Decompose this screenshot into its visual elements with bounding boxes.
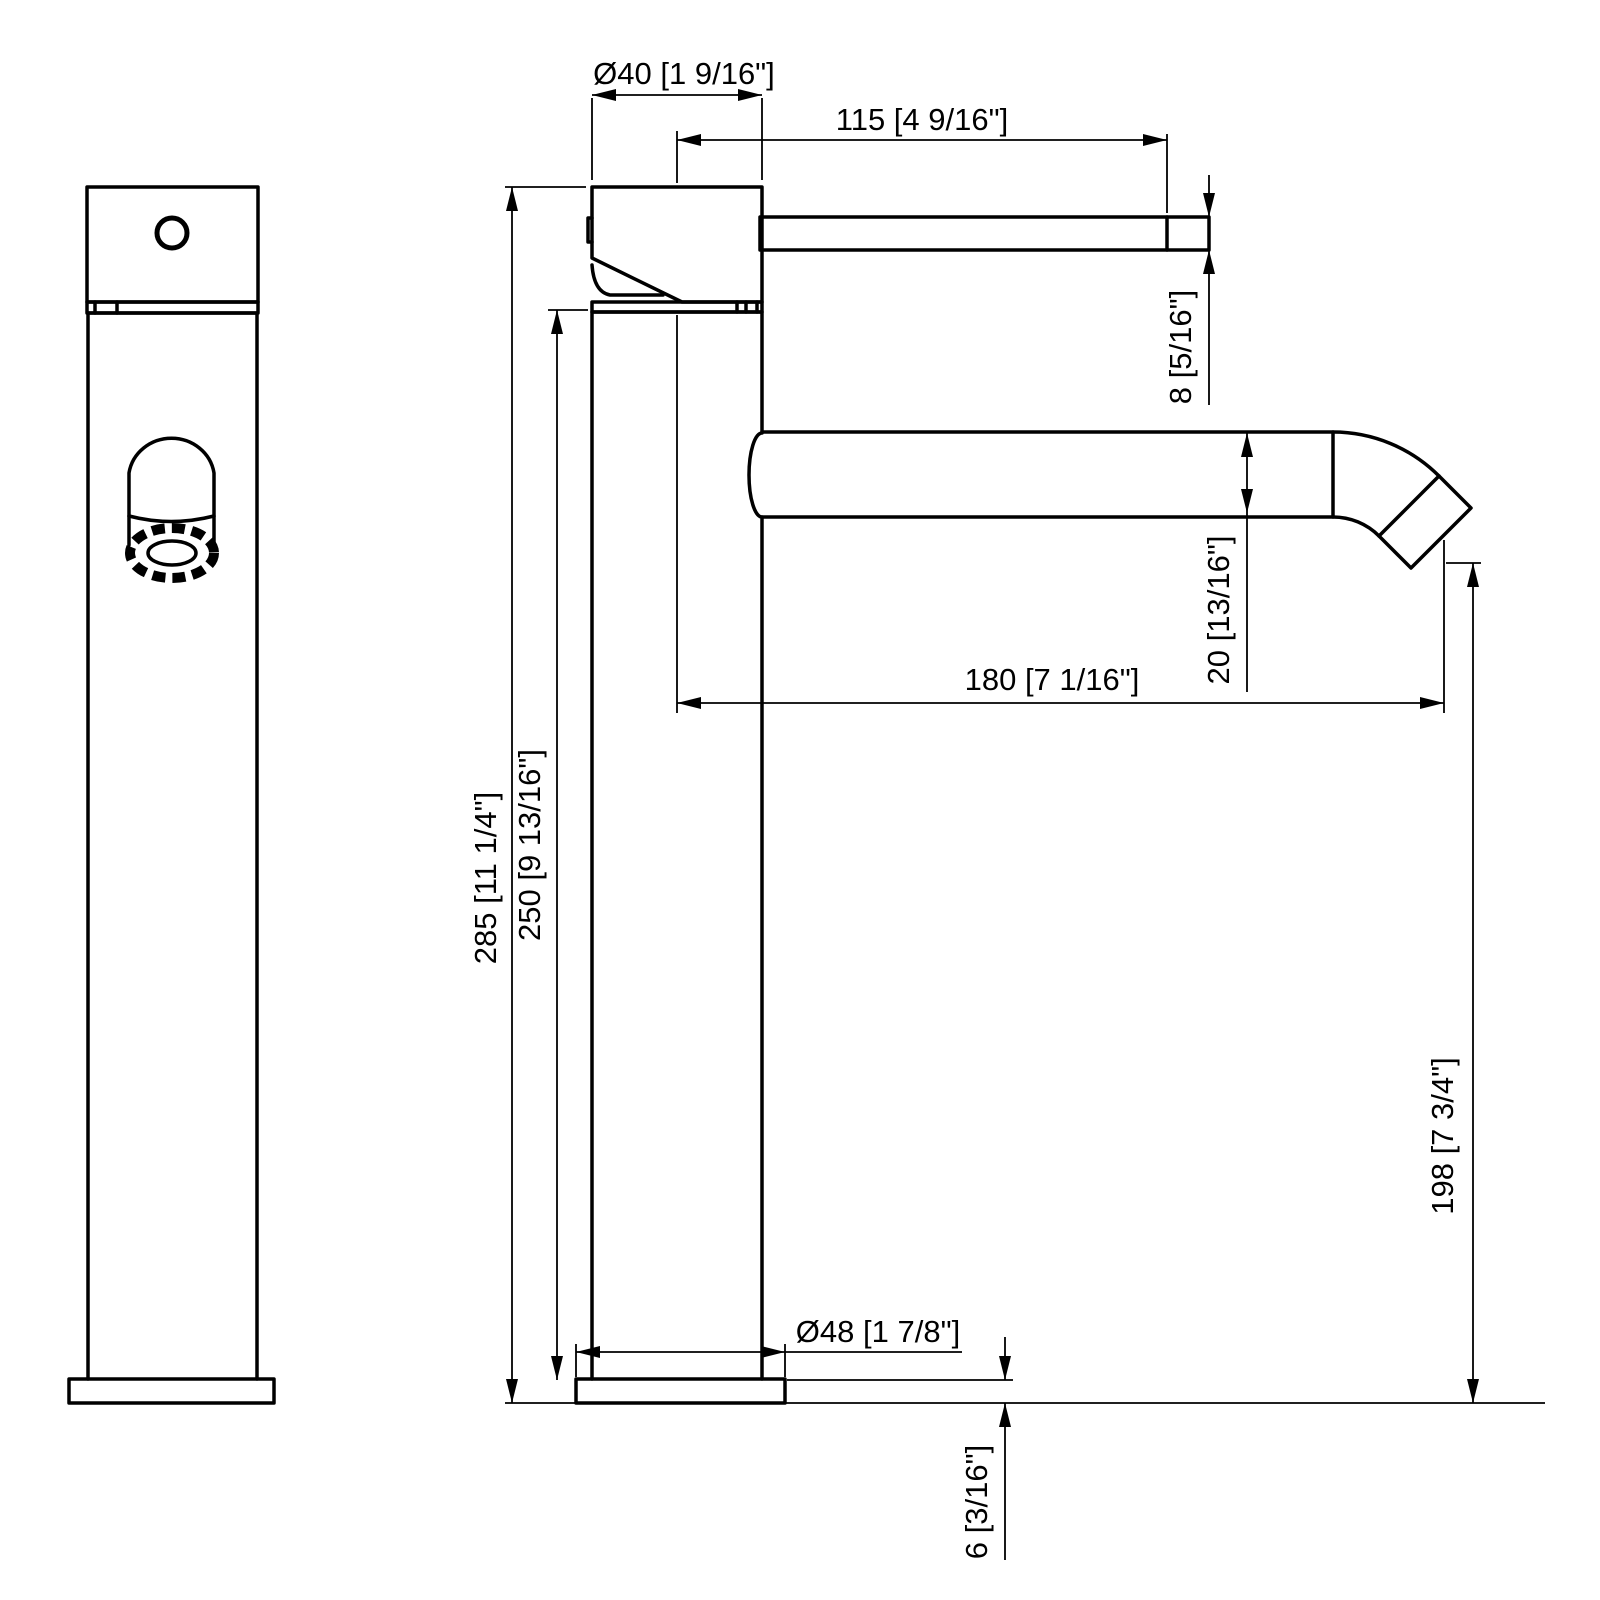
dim-spout-reach-label: 180 [7 1/16"] xyxy=(965,662,1140,697)
dim-outlet-height-label: 198 [7 3/4"] xyxy=(1425,1057,1460,1215)
dim-body-height-label: 250 [9 13/16"] xyxy=(512,749,547,941)
front-aerator-ring xyxy=(125,523,219,583)
side-lever-handle xyxy=(758,215,1211,252)
ext-top-diameter xyxy=(591,98,763,180)
front-spout-shoulder xyxy=(127,514,216,524)
front-aerator-hole xyxy=(146,539,198,567)
dim-handle-thickness-label: 8 [5/16"] xyxy=(1163,290,1198,404)
side-handle-notch xyxy=(586,216,594,244)
dim-base-diameter-label: Ø48 [1 7/8"] xyxy=(796,1314,960,1349)
ext-spout-reach xyxy=(676,315,1445,713)
side-view xyxy=(574,185,1473,1405)
side-handle-pivot xyxy=(590,263,665,297)
dim-spout-diameter-label: 20 [13/16"] xyxy=(1201,536,1236,685)
dim-top-diameter-label: Ø40 [1 9/16"] xyxy=(593,56,775,91)
front-view xyxy=(67,185,276,1405)
front-spout-dome xyxy=(127,436,216,547)
front-body xyxy=(86,311,259,1381)
dimension-lines: Ø40 [1 9/16"] 115 [4 9/16"] 8 [5/16"] 20… xyxy=(468,56,1545,1560)
dim-total-height-label: 285 [11 1/4"] xyxy=(468,792,503,964)
side-body xyxy=(590,310,764,1381)
side-spout xyxy=(760,430,1473,570)
front-handle-screw xyxy=(154,215,190,251)
arrowheads xyxy=(506,89,1479,1427)
front-handle-cap xyxy=(85,185,260,304)
ext-base-diameter xyxy=(575,1344,786,1377)
side-base-plate xyxy=(574,1377,787,1405)
dim-base-height-label: 6 [3/16"] xyxy=(959,1445,994,1559)
front-collar-notch xyxy=(93,300,119,315)
dim-handle-length-label: 115 [4 9/16"] xyxy=(836,102,1008,137)
side-handle-cap xyxy=(590,185,764,304)
side-spout-aerator-seam xyxy=(1377,474,1441,538)
front-base-plate xyxy=(67,1377,276,1405)
ext-handle-length xyxy=(676,131,1168,213)
